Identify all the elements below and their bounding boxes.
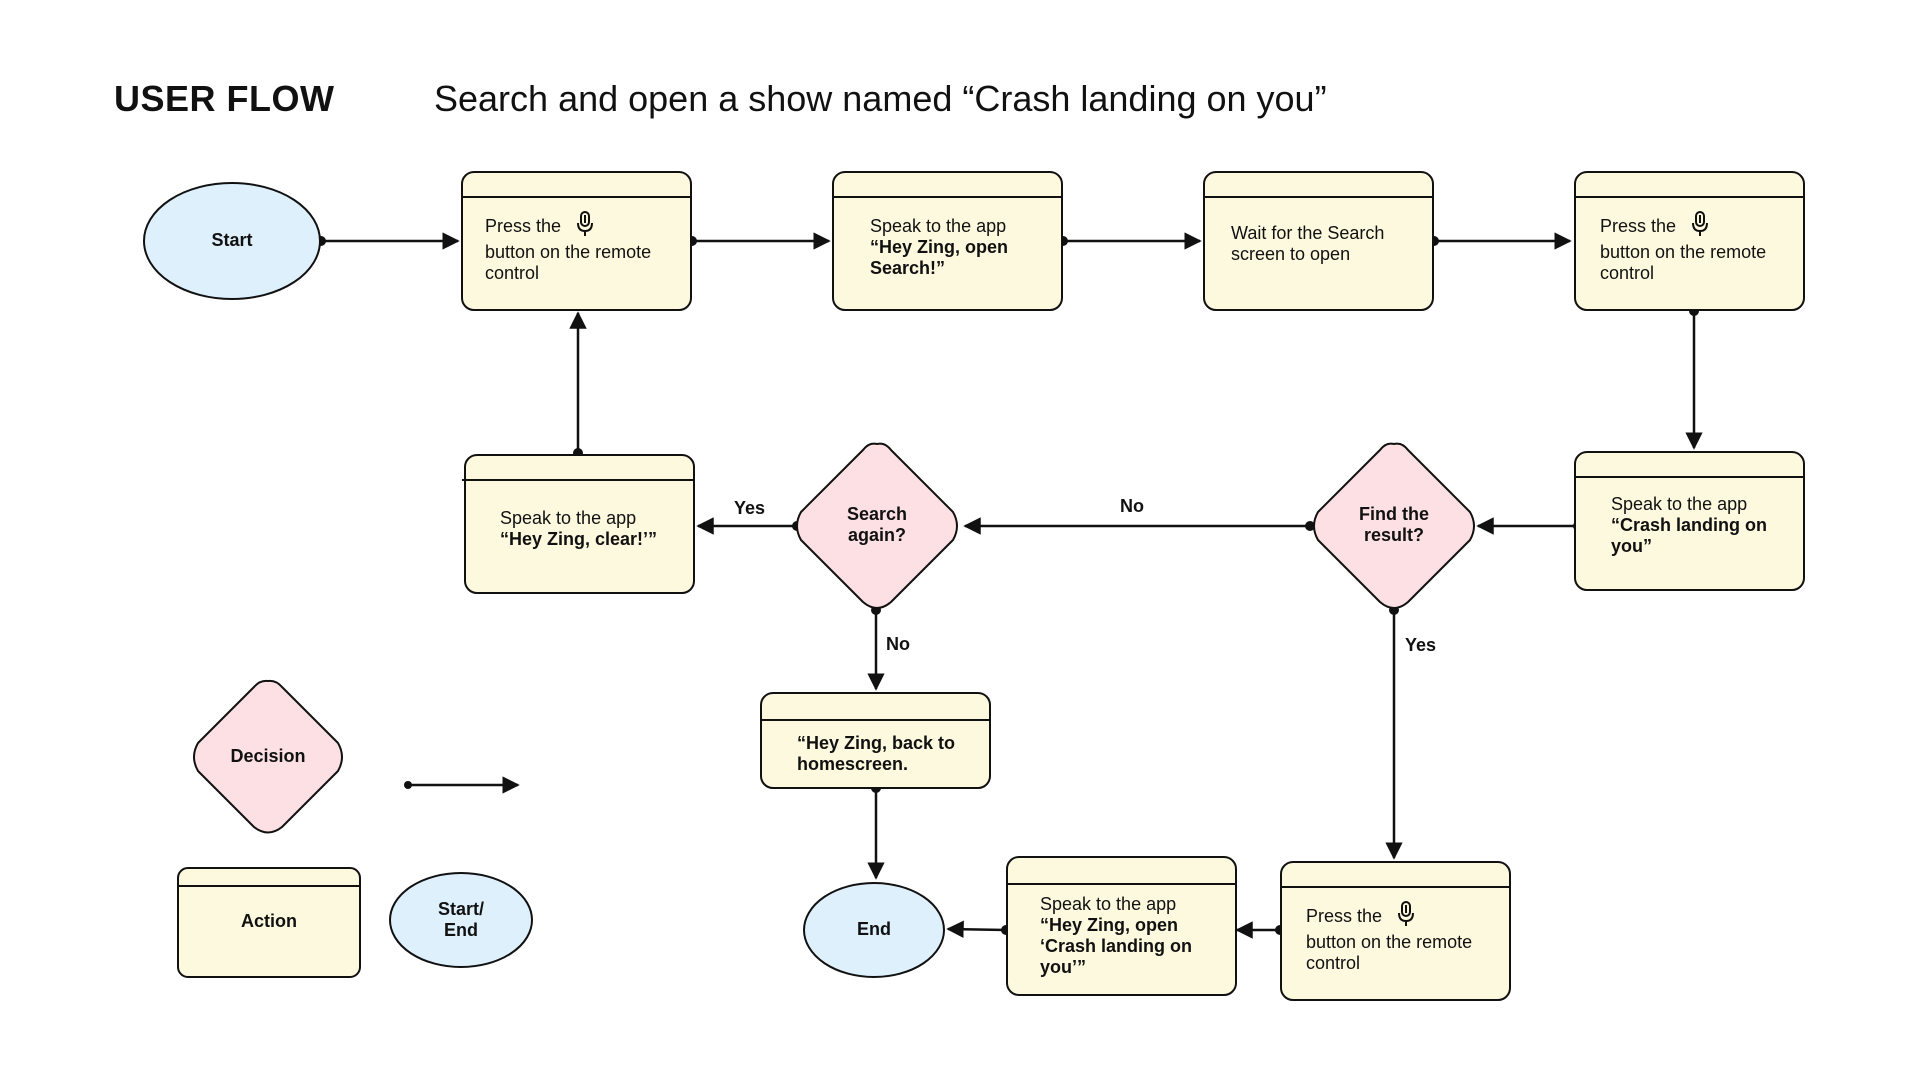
microphone-icon	[1692, 211, 1709, 242]
edge-open-crash-end	[946, 920, 1007, 939]
legend-decision-shape	[193, 679, 343, 834]
end-node	[803, 882, 945, 978]
press2-text: Press the button on the remote control	[1600, 211, 1800, 284]
open-crash-quote: “Hey Zing, open ‘Crash landing on you’”	[1040, 915, 1193, 977]
speak-clear-quote: “Hey Zing, clear!’”	[500, 529, 658, 549]
speak-crash-quote: “Crash landing on you”	[1611, 515, 1768, 556]
action-open-crash	[1006, 856, 1237, 996]
dot	[1305, 521, 1315, 531]
speak-open-search-text: Speak to the app “Hey Zing, open Search!…	[870, 216, 1050, 279]
press3-line1: Press the	[1306, 906, 1383, 926]
wait-search-text: Wait for the Search screen to open	[1231, 223, 1385, 264]
legend-start-end-shape	[389, 872, 533, 968]
speak-clear-line1: Speak to the app	[500, 508, 637, 528]
start-label: Start	[211, 230, 253, 250]
edge-label-yes-find: Yes	[1405, 635, 1437, 655]
action-back-home	[760, 692, 991, 789]
speak-open-search-quote: “Hey Zing, open Search!”	[870, 237, 1009, 278]
action-press3	[1280, 861, 1511, 1001]
microphone-icon	[1398, 901, 1415, 932]
action-speak-clear	[462, 454, 695, 594]
edge-label-no-search-again: No	[886, 634, 910, 654]
press1-text: Press the button on the remote control	[485, 211, 685, 284]
speak-open-search-line1: Speak to the app	[870, 216, 1007, 236]
press1-line2: button on the remote control	[485, 242, 652, 283]
press1-line1: Press the	[485, 216, 562, 236]
speak-crash-text: Speak to the app “Crash landing on you”	[1611, 494, 1791, 557]
dot	[404, 781, 412, 789]
end-label: End	[857, 919, 891, 939]
page-title: USER FLOW	[114, 78, 335, 119]
speak-clear-text: Speak to the app “Hey Zing, clear!’”	[500, 508, 680, 550]
speak-crash-line1: Speak to the app	[1611, 494, 1748, 514]
action-wait-search	[1203, 171, 1434, 311]
connectors	[321, 232, 1703, 939]
press3-text: Press the button on the remote control	[1306, 901, 1506, 974]
legend-action-label: Action	[241, 911, 297, 931]
open-crash-text: Speak to the app “Hey Zing, open ‘Crash …	[1040, 894, 1220, 978]
press2-line1: Press the	[1600, 216, 1677, 236]
decision-find-result	[1313, 442, 1475, 609]
press3-line2: button on the remote control	[1306, 932, 1473, 973]
action-press2	[1574, 171, 1805, 311]
edge-label-no-find: No	[1120, 496, 1144, 516]
decision-search-again	[796, 442, 958, 609]
legend-action-shape	[177, 867, 361, 978]
open-crash-line1: Speak to the app	[1040, 894, 1177, 914]
edge-label-yes-search-again: Yes	[734, 498, 766, 518]
press2-line2: button on the remote control	[1600, 242, 1767, 283]
legend-decision-label: Decision	[230, 746, 306, 766]
search-again-label: Search again?	[846, 504, 908, 545]
find-result-label: Find the result?	[1359, 504, 1429, 545]
action-speak-open-search	[832, 171, 1063, 311]
back-home-text: “Hey Zing, back to homescreen.	[797, 733, 956, 774]
action-speak-crash	[1574, 451, 1805, 591]
legend-start-end-label: Start/ End	[437, 899, 484, 940]
flow-subtitle: Search and open a show named “Crash land…	[434, 78, 1327, 119]
action-press1	[461, 171, 692, 311]
microphone-icon	[577, 211, 594, 242]
start-node	[143, 182, 321, 300]
